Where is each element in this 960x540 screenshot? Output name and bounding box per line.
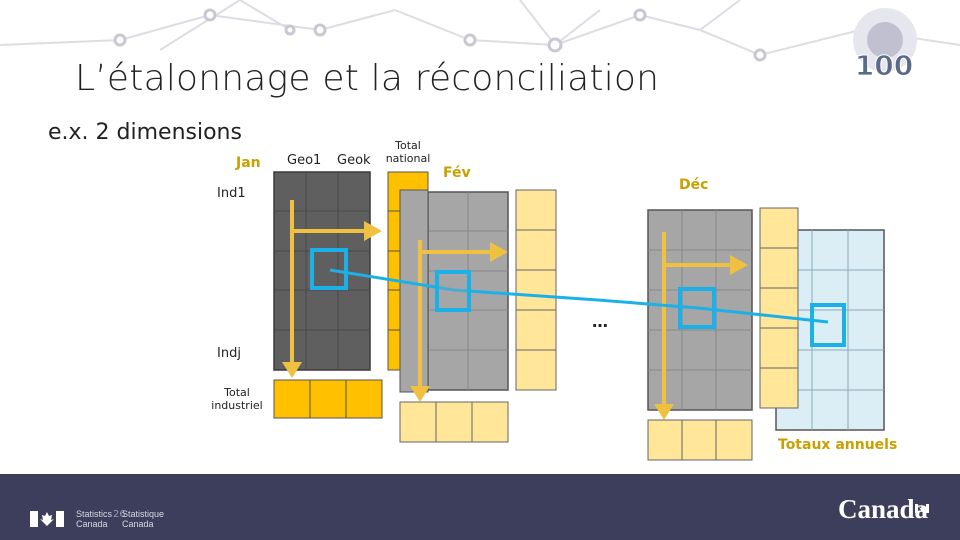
canada-flag-icon [30, 511, 64, 527]
jan-industry-totals-row [273, 379, 383, 419]
slide-title: L’étalonnage et la réconciliation [75, 58, 660, 99]
column-label-total-national: Total national [385, 139, 431, 165]
annual-totals-label: Totaux annuels [778, 437, 898, 453]
row-label-indj: Indj [217, 346, 241, 361]
reconciliation-path [310, 248, 846, 347]
dec-industry-totals-row [647, 419, 753, 461]
slide-subtitle: e.x. 2 dimensions [48, 120, 242, 145]
column-label-geo1: Geo1 [287, 153, 322, 168]
network-decoration [0, 0, 960, 57]
month-label-feb: Fév [443, 165, 471, 181]
ellipsis: … [592, 312, 608, 331]
feb-grid [399, 189, 509, 393]
month-label-jan: Jan [236, 155, 261, 171]
feb-national-totals-column [515, 189, 557, 391]
month-label-dec: Déc [679, 177, 709, 193]
row-label-ind1: Ind1 [217, 186, 246, 201]
jan-grid [273, 171, 371, 371]
canada-wordmark-flag-icon [915, 498, 929, 513]
centenary-100-logo-icon: 100 [853, 8, 917, 83]
feb-industry-totals-row [399, 401, 509, 443]
page-number: 26 [113, 509, 126, 520]
column-label-geok: Geok [337, 153, 371, 168]
aggregation-arrows [282, 200, 748, 420]
annual-totals-grid [759, 207, 885, 431]
svg-text:100: 100 [855, 49, 913, 82]
row-label-total-industriel: Total industriel [211, 386, 263, 412]
canada-wordmark: Canada [838, 494, 929, 524]
